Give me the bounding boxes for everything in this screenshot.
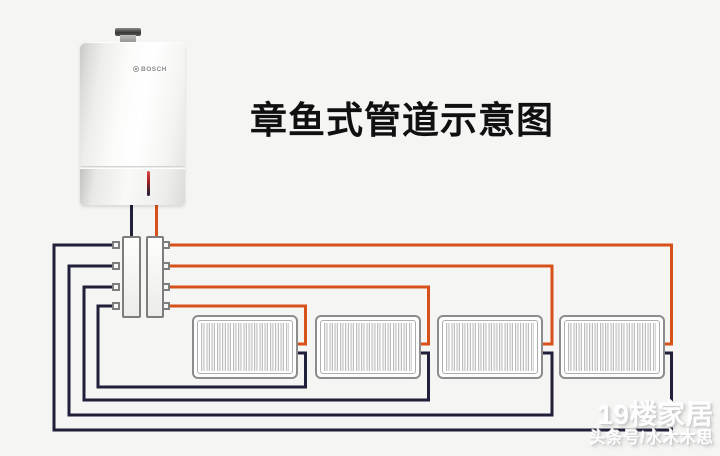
return-manifold-port-4 <box>112 302 120 310</box>
return-manifold-port-1 <box>112 241 120 249</box>
radiator-4-panel <box>564 320 660 374</box>
radiator-fins <box>324 323 412 371</box>
diagram-title: 章鱼式管道示意图 <box>250 100 554 141</box>
return-pipe-radiator-3 <box>67 264 554 417</box>
return-manifold-port-2 <box>112 262 120 270</box>
watermark: 19楼家居 头条号/水木木思 <box>589 400 714 448</box>
supply-pipes <box>155 203 673 346</box>
boiler-indicator-stripe <box>147 171 150 196</box>
return-pipe-radiator-1 <box>96 304 307 389</box>
return-pipes <box>52 203 673 432</box>
radiator-1 <box>192 315 298 379</box>
supply-manifold <box>146 236 164 318</box>
radiator-3-panel <box>442 320 538 374</box>
supply-pipe-radiator-4 <box>166 243 673 346</box>
radiator-4 <box>559 315 665 379</box>
flue-cap-icon <box>115 28 141 36</box>
return-pipe-radiator-4 <box>52 243 673 432</box>
return-manifold-port-3 <box>112 283 120 291</box>
radiator-3 <box>437 315 543 379</box>
return-manifold <box>122 236 141 318</box>
bosch-armature-icon <box>133 66 139 72</box>
radiator-fins <box>201 323 289 371</box>
boiler-bottom-panel <box>80 168 185 205</box>
radiator-2 <box>315 315 421 379</box>
return-pipe-radiator-2 <box>82 285 430 402</box>
boiler-panel-seam <box>81 166 184 168</box>
radiator-2-panel <box>320 320 416 374</box>
radiator-fins <box>446 323 534 371</box>
supply-pipe-radiator-3 <box>166 264 554 346</box>
supply-pipe-radiator-1 <box>166 304 307 346</box>
watermark-account-name: 头条号/水木木思 <box>589 430 714 447</box>
boiler-brand-text: BOSCH <box>141 65 167 73</box>
supply-pipe-radiator-2 <box>166 285 430 346</box>
flue-base-icon <box>120 35 136 44</box>
radiator-fins <box>568 323 656 371</box>
radiator-1-panel <box>197 320 293 374</box>
bosch-logo: BOSCH <box>133 64 167 74</box>
watermark-site-name: 19楼家居 <box>597 400 714 430</box>
